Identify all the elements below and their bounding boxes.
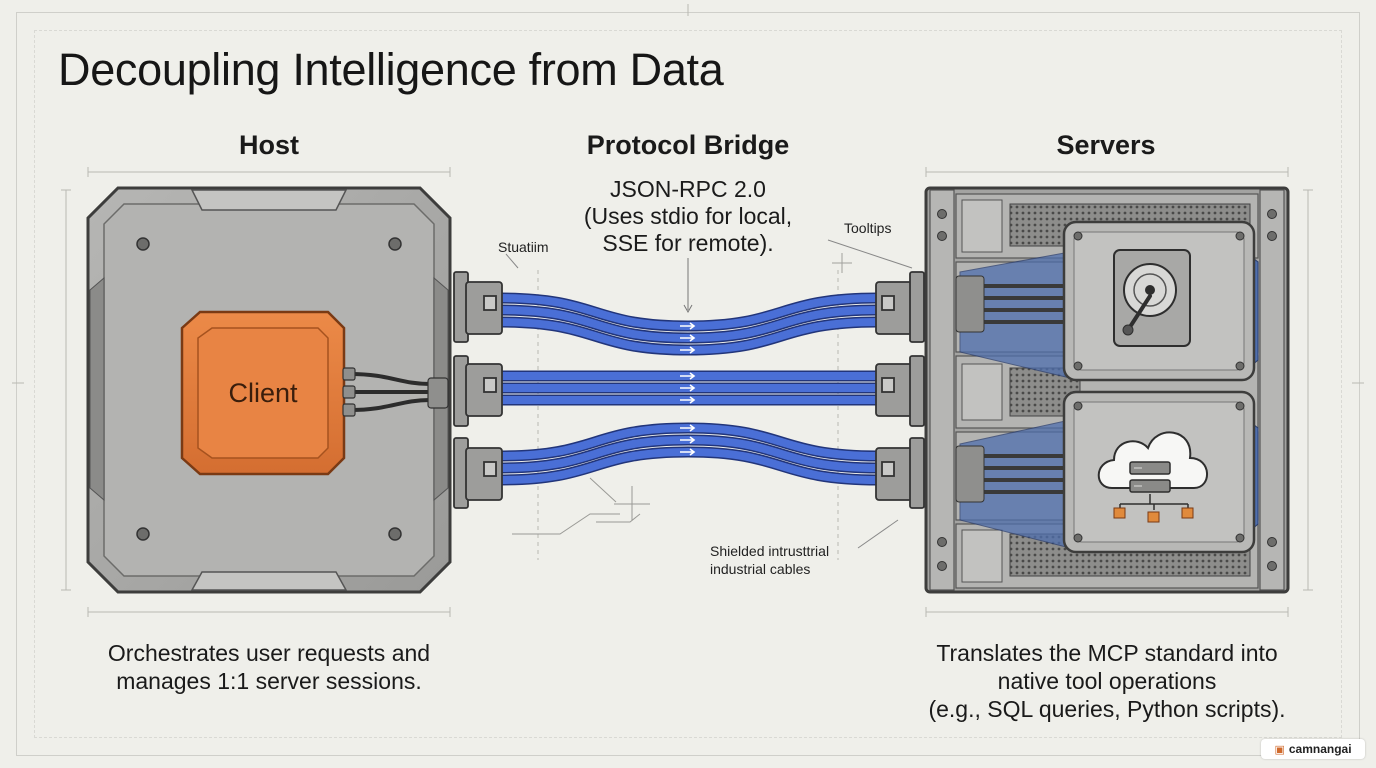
caption-line: (e.g., SQL queries, Python scripts). xyxy=(928,696,1286,722)
annotation-line: Shielded intrusttrial xyxy=(710,543,830,559)
protocol-bridge-heading: Protocol Bridge xyxy=(586,130,790,160)
book-icon: ▣ xyxy=(1274,743,1285,756)
protocol-description: JSON-RPC 2.0 (Uses stdio for local, SSE … xyxy=(560,176,816,257)
protocol-line: (Uses stdio for local, xyxy=(583,203,793,229)
caption-line: native tool operations xyxy=(997,668,1217,694)
host-caption: Orchestrates user requests and manages 1… xyxy=(88,639,450,695)
arrow-right-icon xyxy=(680,322,696,456)
tooltips-annotation: Tooltips xyxy=(844,220,892,236)
protocol-line: JSON-RPC 2.0 xyxy=(610,176,766,202)
host-heading: Host xyxy=(239,130,299,160)
watermark-text: camnangai xyxy=(1288,742,1352,756)
client-chip xyxy=(180,310,346,476)
watermark-badge: ▣ camnangai xyxy=(1261,739,1365,759)
protocol-line: SSE for remote). xyxy=(602,230,774,256)
caption-line: manages 1:1 server sessions. xyxy=(116,668,422,694)
client-label: Client xyxy=(228,378,298,408)
cable-annotation-left: Stuatiim xyxy=(498,239,549,255)
cable-annotation-bottom: Shielded intrusttrial industrial cables xyxy=(710,542,829,578)
inner-frame xyxy=(34,30,1342,738)
host-connectors xyxy=(453,271,503,509)
page-title: Decoupling Intelligence from Data xyxy=(58,44,724,95)
client-internal-cables xyxy=(349,372,431,412)
hard-drive-icon xyxy=(1113,249,1191,347)
annotation-line: industrial cables xyxy=(710,561,811,577)
caption-line: Translates the MCP standard into xyxy=(936,640,1278,666)
caption-line: Orchestrates user requests and xyxy=(107,640,431,666)
cloud-database-icon xyxy=(1097,431,1208,523)
servers-caption: Translates the MCP standard into native … xyxy=(896,639,1318,723)
server-connectors xyxy=(875,271,925,509)
servers-heading: Servers xyxy=(1056,130,1156,160)
